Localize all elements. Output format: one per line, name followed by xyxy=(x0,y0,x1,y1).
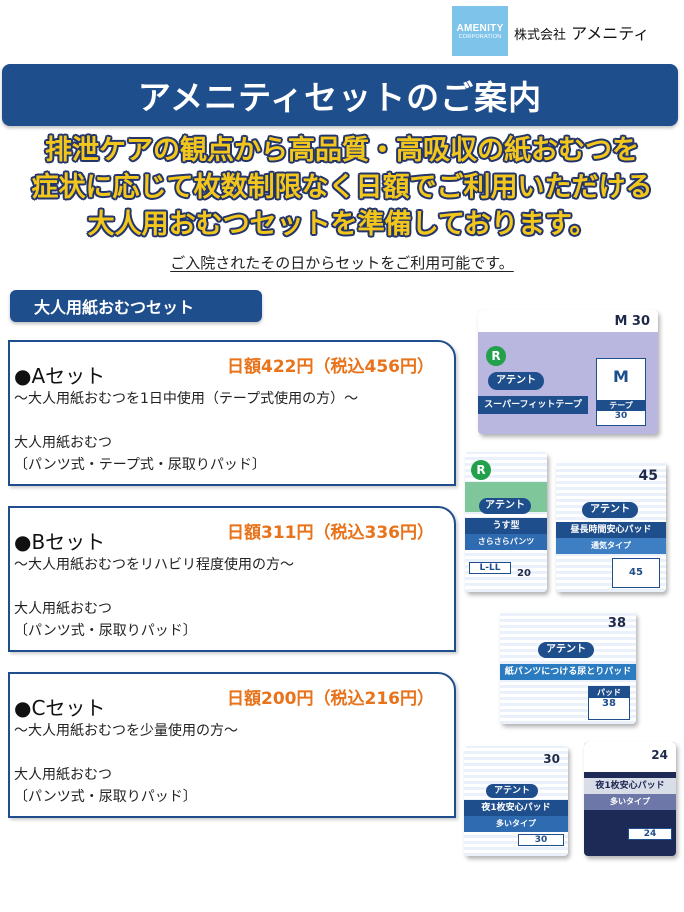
product-3-qty: 45 xyxy=(612,558,660,588)
product-1-type: テープ xyxy=(597,400,645,411)
set-c-price: 日額200円（税込216円） xyxy=(227,689,434,709)
set-a-items: 大人用紙おむつ 〔パンツ式・テープ式・尿取りパッド〕 xyxy=(14,432,266,476)
product-1-size-box: M テープ 30 xyxy=(596,358,646,426)
tagline-line-1: 排泄ケアの観点から高品質・高吸収の紙おむつを xyxy=(45,135,639,166)
company-name: 株式会社 アメニティ xyxy=(514,20,649,44)
set-card-b: 日額311円（税込336円） ●Bセット ～大人用紙おむつをリハビリ程度使用の方… xyxy=(8,506,456,652)
product-2-size: L-LL xyxy=(469,562,511,574)
set-b-name: ●Bセット xyxy=(14,530,106,554)
product-4-qty: 38 xyxy=(602,698,616,709)
product-3-sub: 通気タイプ xyxy=(556,538,666,554)
product-6-count: 24 xyxy=(651,748,668,762)
product-6-qty: 24 xyxy=(628,828,672,840)
logo-r-icon: R xyxy=(486,346,506,366)
product-image-tape: M 30 R アテント スーパーフィットテープ M テープ 30 xyxy=(478,310,658,434)
product-image-pants: R アテント うす型 さらさらパンツ L-LL 20 xyxy=(465,452,547,592)
product-2-sub: さらさらパンツ xyxy=(465,534,547,550)
product-4-type-box: パッド 38 xyxy=(588,686,630,720)
set-a-usage: ～大人用紙おむつを1日中使用（テープ式使用の方）～ xyxy=(14,391,359,407)
tagline-line-2: 症状に応じて枚数制限なく日額でご利用いただける xyxy=(31,172,653,203)
availability-note: ご入院されたその日からセットをご利用可能です。 xyxy=(0,252,684,273)
set-c-name: ●Cセット xyxy=(14,696,106,720)
company-name-text: アメニティ xyxy=(571,24,650,43)
product-4-brand: アテント xyxy=(538,642,594,658)
product-2-name: うす型 xyxy=(465,518,547,534)
tagline-line-3: 大人用おむつセットを準備しております。 xyxy=(87,209,597,240)
product-1-brand: アテント xyxy=(488,372,544,390)
set-a-name: ●Aセット xyxy=(14,364,106,388)
product-5-qty: 30 xyxy=(518,834,564,846)
set-b-item-detail: 〔パンツ式・尿取りパッド〕 xyxy=(14,623,197,639)
section-label: 大人用紙おむつセット xyxy=(10,290,262,322)
set-a-price: 日額422円（税込456円） xyxy=(227,357,434,377)
set-c-usage: ～大人用紙おむつを少量使用の方～ xyxy=(14,723,238,739)
section-label-text: 大人用紙おむつセット xyxy=(34,298,195,317)
product-1-name: スーパーフィットテープ xyxy=(478,396,588,414)
product-4-name: 紙パンツにつける尿とりパッド xyxy=(500,664,636,680)
availability-note-text: ご入院されたその日からセットをご利用可能です。 xyxy=(170,254,514,272)
product-2-qty: 20 xyxy=(517,568,531,579)
company-logo: AMENITY CORPORATION xyxy=(452,6,508,56)
product-6-sub: 多いタイプ xyxy=(584,794,676,810)
set-c-items: 大人用紙おむつ 〔パンツ式・尿取りパッド〕 xyxy=(14,764,197,808)
company-prefix: 株式会社 xyxy=(514,28,567,43)
set-a-item-title: 大人用紙おむつ xyxy=(14,435,112,451)
set-a-item-detail: 〔パンツ式・テープ式・尿取りパッド〕 xyxy=(14,457,266,473)
product-1-count: M 30 xyxy=(614,314,650,329)
logo-r-icon: R xyxy=(471,460,491,480)
product-5-name: 夜1枚安心パッド xyxy=(464,800,568,816)
set-card-a: 日額422円（税込456円） ●Aセット ～大人用紙おむつを1日中使用（テープ式… xyxy=(8,340,456,486)
set-c-item-title: 大人用紙おむつ xyxy=(14,767,112,783)
page-title: アメニティセットのご案内 xyxy=(137,78,543,117)
title-banner: アメニティセットのご案内 xyxy=(2,64,678,126)
set-card-c: 日額200円（税込216円） ●Cセット ～大人用紙おむつを少量使用の方～ 大人… xyxy=(8,672,456,818)
set-b-items: 大人用紙おむつ 〔パンツ式・尿取りパッド〕 xyxy=(14,598,197,642)
tagline: 排泄ケアの観点から高品質・高吸収の紙おむつを 症状に応じて枚数制限なく日額でご利… xyxy=(0,132,684,243)
product-1-size: M xyxy=(613,367,629,386)
product-5-count: 30 xyxy=(543,752,560,766)
product-image-insert-pad: 38 アテント 紙パンツにつける尿とりパッド パッド 38 xyxy=(500,612,636,724)
set-b-usage: ～大人用紙おむつをリハビリ程度使用の方～ xyxy=(14,557,294,573)
product-3-brand: アテント xyxy=(582,502,638,518)
set-b-price: 日額311円（税込336円） xyxy=(227,523,434,543)
product-5-sub: 多いタイプ xyxy=(464,816,568,832)
product-4-count: 38 xyxy=(607,616,626,631)
product-image-day-pad: 45 アテント 昼長時間安心パッド 通気タイプ 45 xyxy=(556,462,666,592)
logo-main-text: AMENITY xyxy=(456,22,504,34)
product-1-qty: 30 xyxy=(614,411,628,421)
product-4-type: パッド xyxy=(589,687,629,698)
logo-sub-text: CORPORATION xyxy=(458,33,502,40)
set-b-item-title: 大人用紙おむつ xyxy=(14,601,112,617)
set-c-item-detail: 〔パンツ式・尿取りパッド〕 xyxy=(14,789,197,805)
product-6-name: 夜1枚安心パッド xyxy=(584,778,676,794)
product-image-night-pad-dark: 24 夜1枚安心パッド 多いタイプ 24 xyxy=(584,742,676,856)
product-5-brand: アテント xyxy=(486,784,538,798)
product-3-count: 45 xyxy=(638,468,658,484)
product-2-brand: アテント xyxy=(479,498,531,514)
product-3-name: 昼長時間安心パッド xyxy=(556,522,666,538)
product-image-night-pad: 30 アテント 夜1枚安心パッド 多いタイプ 30 xyxy=(464,746,568,856)
